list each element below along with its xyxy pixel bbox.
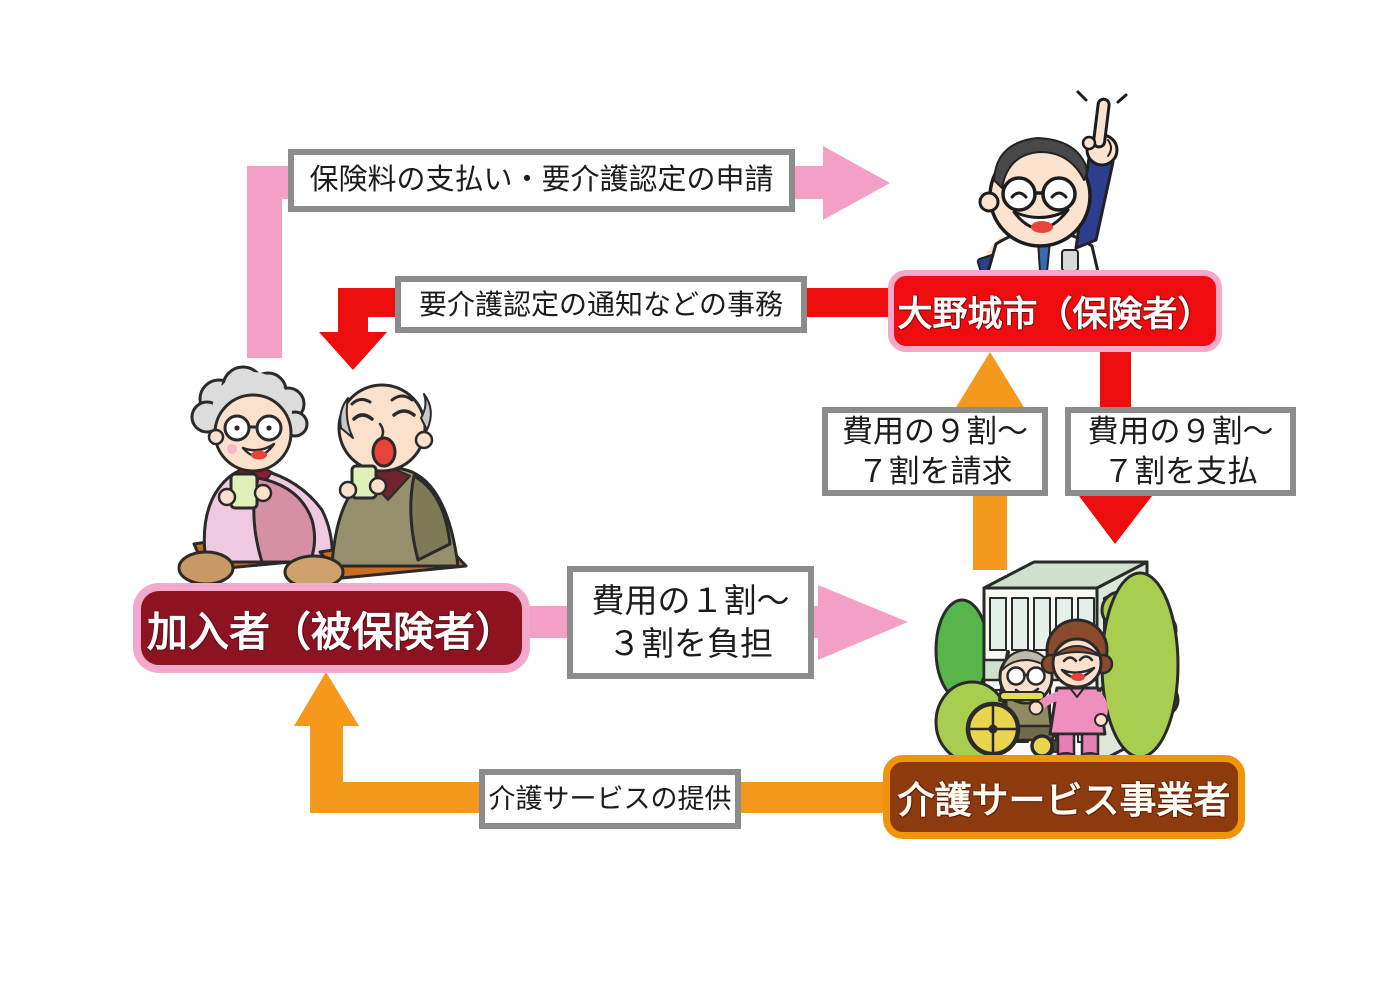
caregiver-figure	[1028, 618, 1114, 764]
flow-label-copayment: 費用の１割～ ３割を負担	[567, 566, 814, 679]
flow-label-text-line1: 費用の９割～	[1087, 413, 1274, 449]
node-care-service-provider: 介護サービス事業者	[883, 755, 1245, 839]
grandma-figure	[190, 365, 334, 572]
flow-label-text: 保険料の支払い・要介護認定の申請	[309, 163, 774, 196]
flow-label-text: 要介護認定の通知などの事務	[418, 288, 783, 320]
flow-label-premium-application: 保険料の支払い・要介護認定の申請	[288, 149, 795, 212]
flow-label-text: 介護サービスの提供	[488, 783, 732, 814]
care-facility-illustration	[934, 560, 1180, 765]
flow-label-text-line2: ７割を支払	[1103, 453, 1258, 489]
flow-label-certification-notice: 要介護認定の通知などの事務	[395, 276, 807, 333]
flow-label-service-provision: 介護サービスの提供	[479, 769, 741, 829]
flow-label-text-line1: 費用の９割～	[842, 413, 1028, 449]
elderly-couple-illustration	[177, 365, 468, 590]
node-insured-label: 加入者（被保険者）	[147, 609, 516, 655]
flow-label-cost-claim: 費用の９割～ ７割を請求	[822, 407, 1048, 496]
city-official-illustration	[976, 90, 1128, 275]
flow-label-text-line2: ３割を負担	[608, 624, 773, 662]
wheelchair-user-figure	[965, 649, 1066, 758]
node-insured-member: 加入者（被保険者）	[133, 583, 530, 673]
flow-label-text-line2: ７割を請求	[857, 453, 1013, 489]
node-provider-label: 介護サービス事業者	[897, 780, 1231, 821]
flow-label-text-line1: 費用の１割～	[591, 582, 790, 620]
grandpa-figure	[318, 383, 468, 580]
flow-label-cost-payment: 費用の９割～ ７割を支払	[1065, 407, 1296, 496]
node-city-label: 大野城市（保険者）	[897, 294, 1213, 334]
snack-bun	[177, 550, 235, 586]
node-city-insurer: 大野城市（保険者）	[888, 270, 1222, 352]
